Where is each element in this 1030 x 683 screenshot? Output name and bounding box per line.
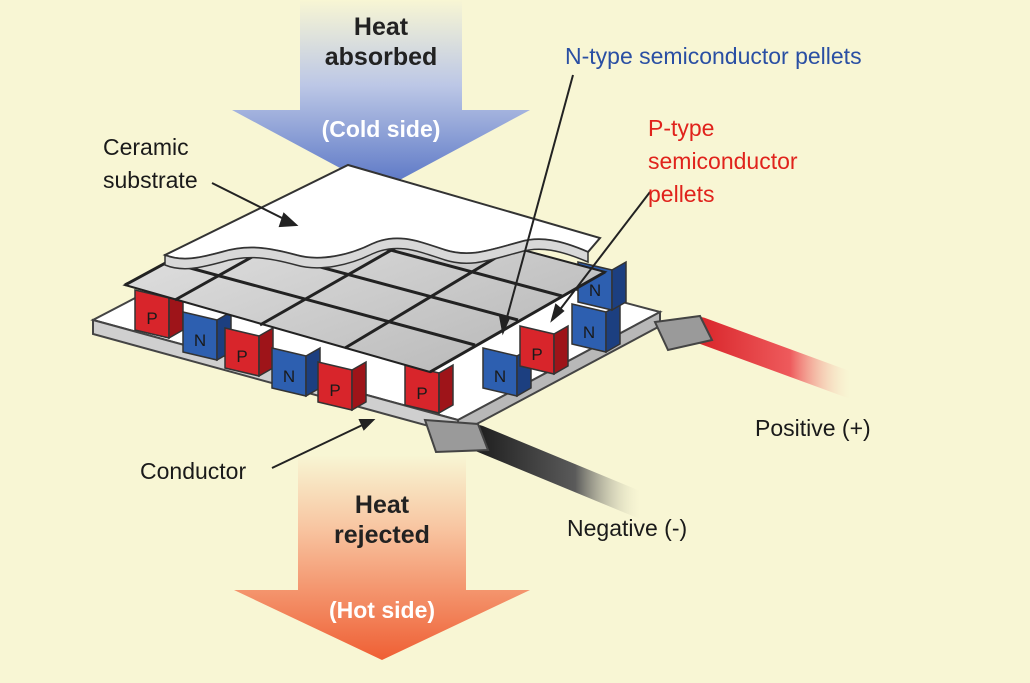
- heat-rejected-line1: Heat: [354, 491, 410, 519]
- p-type-line3: pellets: [648, 181, 715, 207]
- p-pellet-letter: P: [531, 345, 542, 364]
- n-pellet-letter: N: [589, 281, 601, 300]
- n-pellet-letter: N: [494, 367, 506, 386]
- heat-absorbed-arrow: [232, 0, 530, 190]
- p-pellet-letter: P: [329, 381, 340, 400]
- heat-absorbed-line1: Heat: [353, 13, 409, 41]
- pellet-side-face: [438, 363, 454, 415]
- ceramic-substrate-label: Ceramic substrate: [103, 131, 198, 197]
- heat-rejected-line2: rejected: [334, 521, 430, 549]
- hot-side-label: (Hot side): [328, 597, 436, 623]
- p-type-label: P-type semiconductor pellets: [648, 112, 798, 211]
- heat-rejected-arrow: [234, 455, 530, 660]
- pellet-side-face: [351, 360, 367, 412]
- positive-wire: [653, 314, 863, 398]
- ceramic-substrate-line1: Ceramic: [103, 134, 189, 160]
- conductor-label: Conductor: [140, 458, 247, 484]
- semiconductor-pellet-array: P N P N P P N P N N: [134, 260, 627, 415]
- heat-rejected-title: Heat rejected: [300, 490, 464, 550]
- negative-terminal-label: Negative (-): [567, 515, 688, 541]
- leader-lines: [211, 74, 651, 469]
- ceramic-substrate-line2: substrate: [103, 167, 198, 193]
- pellet-side-face: [605, 302, 621, 354]
- n-pellet-letter: N: [194, 331, 206, 350]
- pellet-side-face: [553, 324, 569, 376]
- p-pellet-letter: P: [146, 309, 157, 328]
- p-pellet-letter: P: [416, 384, 427, 403]
- cold-side-label: (Cold side): [321, 116, 441, 142]
- n-pellet-letter: N: [583, 323, 595, 342]
- positive-terminal-label: Positive (+): [755, 415, 871, 441]
- pellet-side-face: [258, 326, 274, 378]
- n-type-label: N-type semiconductor pellets: [565, 43, 862, 69]
- p-type-line1: P-type: [648, 115, 715, 141]
- negative-wire: [423, 418, 653, 518]
- heat-absorbed-line2: absorbed: [324, 43, 438, 71]
- p-pellet-letter: P: [236, 347, 247, 366]
- pellet-side-face: [611, 260, 627, 312]
- heat-absorbed-title: Heat absorbed: [300, 12, 462, 72]
- top-ceramic-edge: [164, 237, 589, 270]
- n-pellet-letter: N: [283, 367, 295, 386]
- p-type-line2: semiconductor: [648, 148, 798, 174]
